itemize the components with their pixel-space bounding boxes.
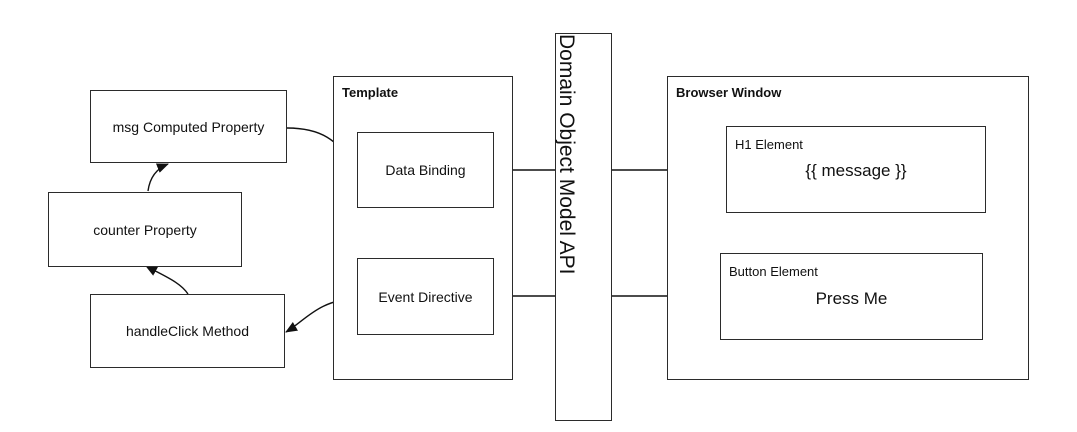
event-directive-label: Event Directive (378, 288, 473, 305)
counter-property-label: counter Property (93, 221, 197, 238)
button-element-box: Button Element Press Me (720, 253, 983, 340)
dom-api-bar: Domain Object Model API (555, 33, 612, 421)
data-binding-box: Data Binding (357, 132, 494, 208)
button-element-content: Press Me (815, 289, 888, 308)
h1-element-content: {{ message }} (805, 161, 907, 180)
template-title: Template (342, 85, 399, 100)
event-directive-box: Event Directive (357, 258, 494, 335)
data-binding-label: Data Binding (385, 162, 466, 178)
dom-api-label: Domain Object Model API (555, 34, 578, 275)
h1-element-box: H1 Element {{ message }} (726, 126, 986, 213)
counter-property-box: counter Property (48, 192, 242, 267)
msg-computed-property-label: msg Computed Property (112, 118, 265, 135)
browser-window-title: Browser Window (676, 85, 782, 100)
arrow-handleclick-to-counter (145, 265, 189, 295)
button-element-title: Button Element (729, 264, 818, 279)
arrow-counter-to-msg (147, 163, 169, 192)
h1-element-title: H1 Element (735, 137, 803, 152)
handleclick-method-label: handleClick Method (126, 323, 249, 339)
handleclick-method-box: handleClick Method (90, 294, 285, 368)
msg-computed-property-box: msg Computed Property (90, 90, 287, 163)
